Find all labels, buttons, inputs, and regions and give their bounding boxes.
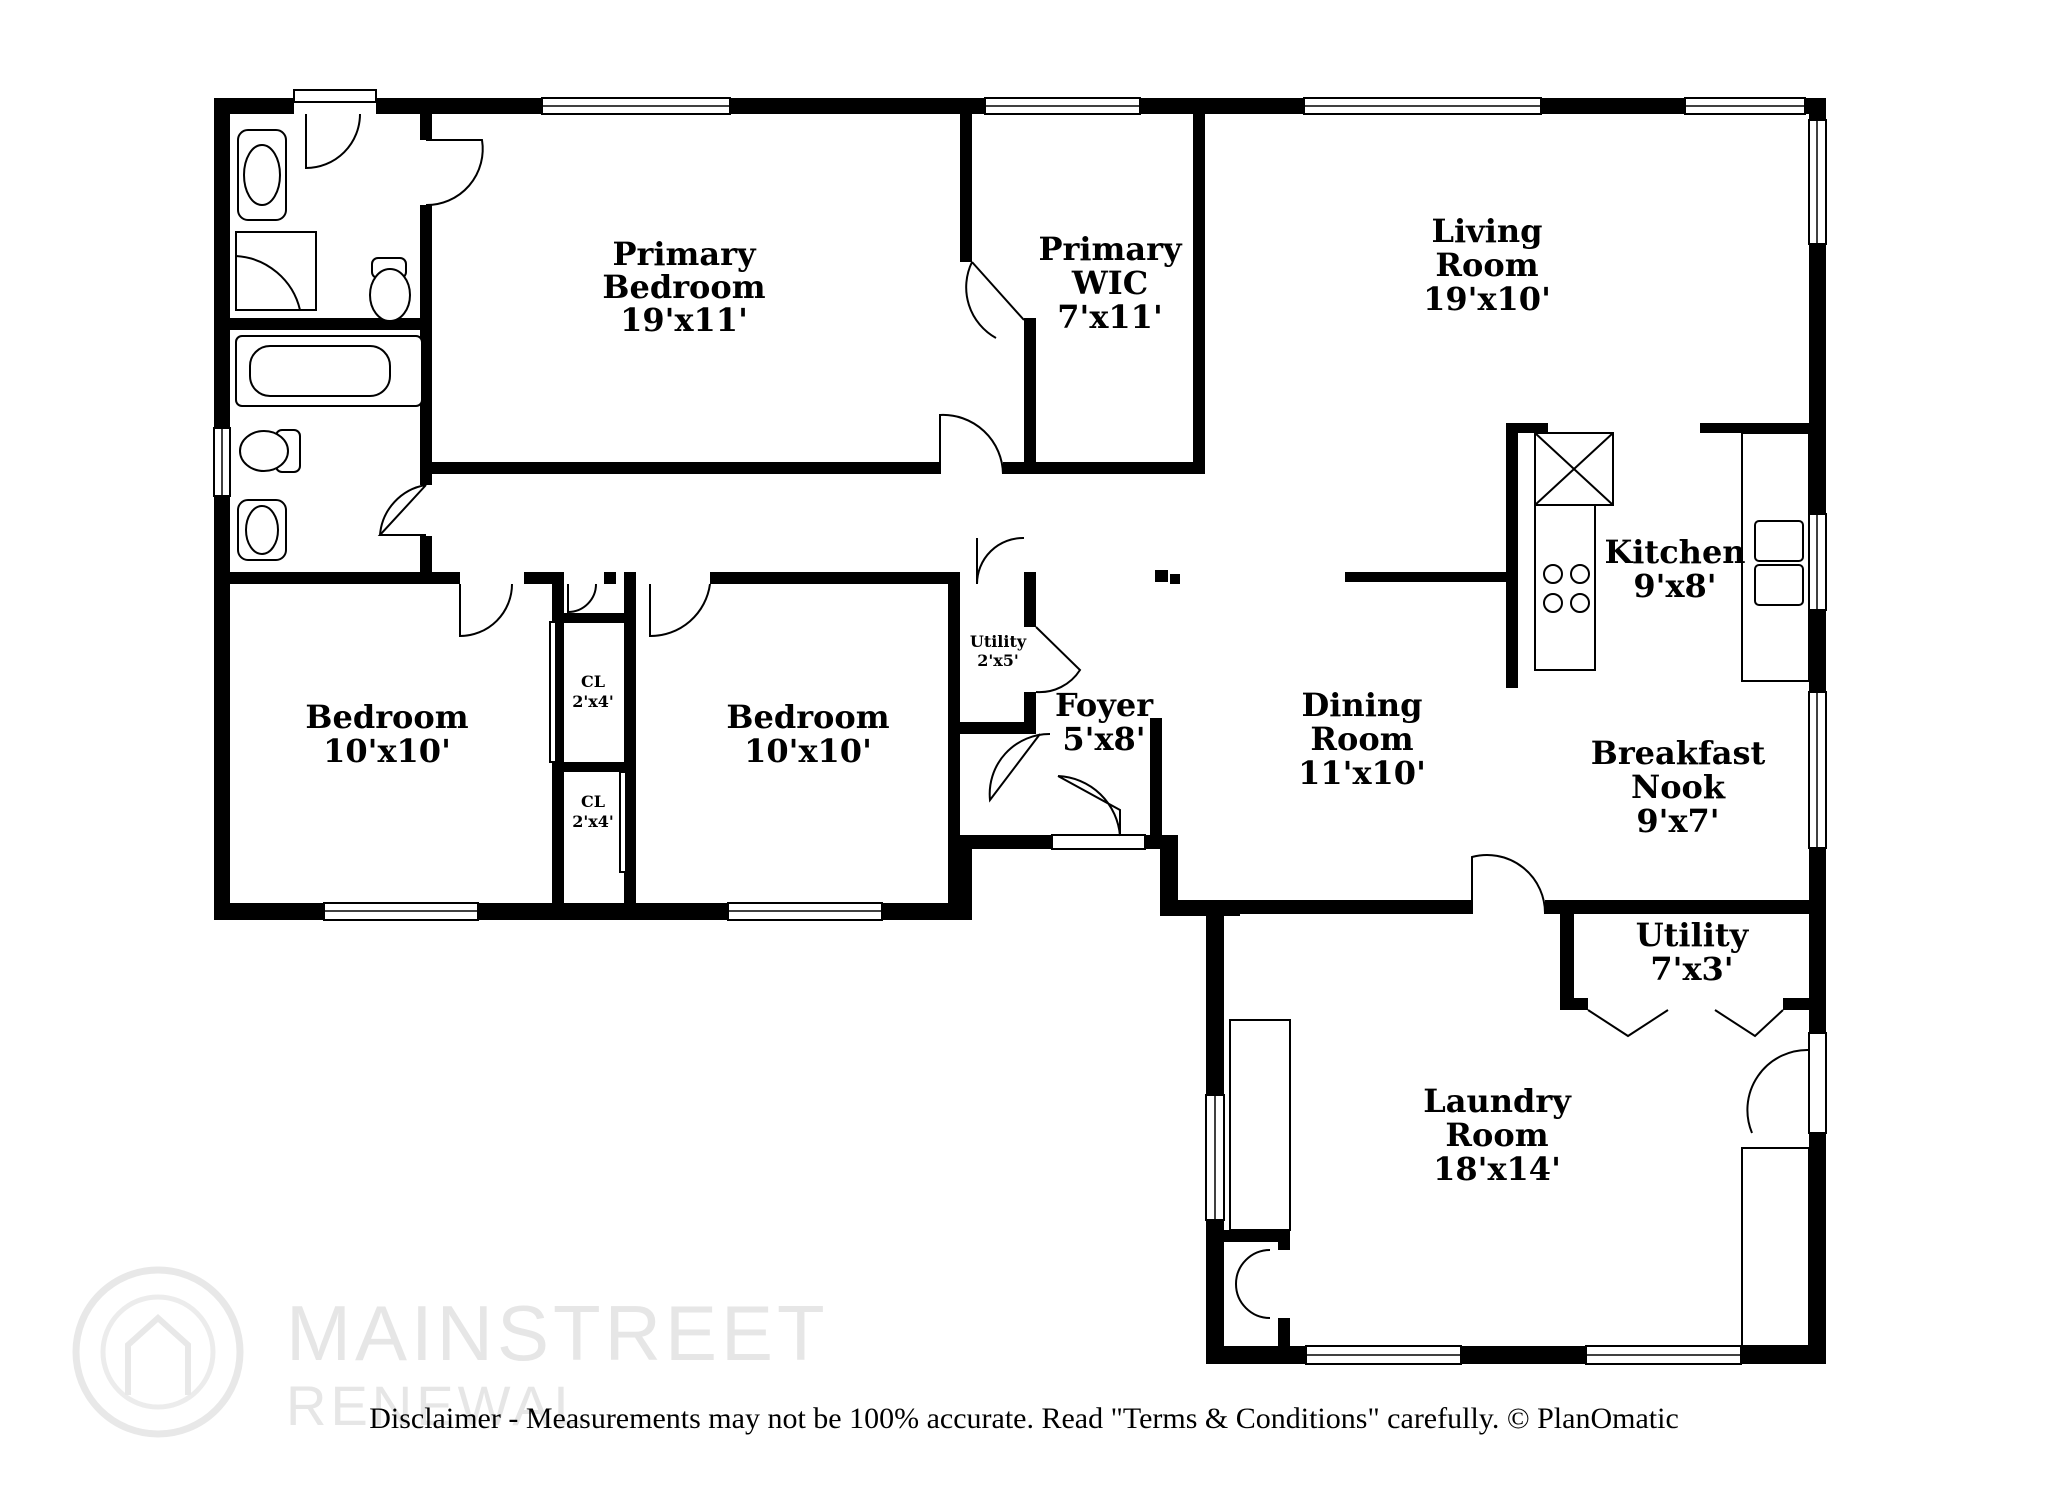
exterior-walls xyxy=(214,98,1826,1364)
laundry-room-name-line2: Room xyxy=(1445,1116,1548,1154)
primary-bedroom-name-line2: Bedroom xyxy=(602,268,765,306)
watermark-line1: MAINSTREET xyxy=(286,1289,829,1377)
room-labels: Primary Bedroom 19'x11' Primary WIC 7'x1… xyxy=(305,212,1765,1188)
windows xyxy=(213,89,1827,1365)
primary-bedroom-name-line1: Primary xyxy=(612,235,757,273)
laundry-room-name-line1: Laundry xyxy=(1423,1082,1572,1120)
kitchen-size: 9'x8' xyxy=(1633,567,1716,605)
primary-wic-name-line1: Primary xyxy=(1038,230,1183,268)
primary-wic-size: 7'x11' xyxy=(1057,298,1162,336)
closet-1-name: CL xyxy=(581,672,605,691)
utility-size: 7'x3' xyxy=(1650,950,1733,988)
bedroom-1-name: Bedroom xyxy=(305,698,468,736)
watermark-line2: RENEWAL xyxy=(286,1374,589,1437)
living-room-name-line1: Living xyxy=(1431,212,1542,250)
mainstreet-logo-watermark: MAINSTREET RENEWAL xyxy=(72,1266,829,1438)
bedroom-2-size: 10'x10' xyxy=(744,732,872,770)
dining-room-name-line1: Dining xyxy=(1302,686,1423,724)
foyer-size: 5'x8' xyxy=(1062,720,1145,758)
closet-1-size: 2'x4' xyxy=(572,692,614,711)
dining-room-size: 11'x10' xyxy=(1298,754,1426,792)
utility-name: Utility xyxy=(1636,916,1750,954)
doors xyxy=(305,113,1810,1319)
primary-wic-name-line2: WIC xyxy=(1071,264,1148,302)
breakfast-nook-name-line1: Breakfast xyxy=(1591,734,1766,772)
kitchen-name: Kitchen xyxy=(1604,533,1745,571)
living-room-size: 19'x10' xyxy=(1423,280,1551,318)
breakfast-nook-name-line2: Nook xyxy=(1631,768,1726,806)
utility-small-name: Utility xyxy=(970,632,1027,651)
disclaimer-text: Disclaimer - Measurements may not be 100… xyxy=(369,1402,1679,1435)
laundry-room-size: 18'x14' xyxy=(1433,1150,1561,1188)
living-room-name-line2: Room xyxy=(1435,246,1538,284)
dining-room-name-line2: Room xyxy=(1310,720,1413,758)
closet-2-name: CL xyxy=(581,792,605,811)
closet-2-size: 2'x4' xyxy=(572,812,614,831)
bedroom-2-name: Bedroom xyxy=(726,698,889,736)
breakfast-nook-size: 9'x7' xyxy=(1636,802,1719,840)
foyer-name: Foyer xyxy=(1055,686,1154,724)
fixtures xyxy=(235,129,1810,1347)
utility-small-size: 2'x5' xyxy=(977,651,1019,670)
bedroom-1-size: 10'x10' xyxy=(323,732,451,770)
primary-bedroom-size: 19'x11' xyxy=(620,301,748,339)
